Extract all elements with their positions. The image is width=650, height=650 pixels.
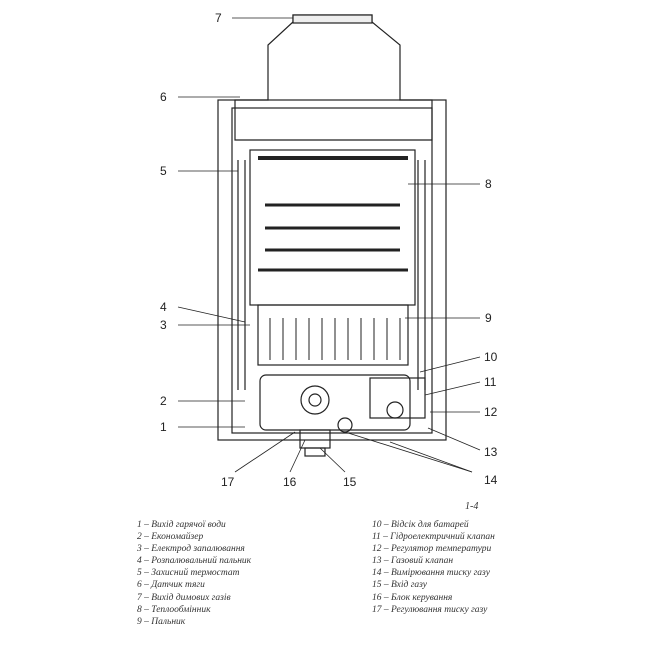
legend-left: 1 – Вихід гарячої води 2 – Економайзер 3…: [137, 519, 251, 628]
callout-lines: [177, 17, 481, 473]
heater-drawing: [217, 14, 447, 457]
callout-2: 2: [160, 394, 167, 408]
legend-item: 8 – Теплообмінник: [137, 604, 211, 615]
legend-item: 3 – Електрод запалювання: [137, 544, 245, 555]
callout-8: 8: [485, 177, 492, 191]
legend-item: 16 – Блок керування: [372, 592, 453, 603]
legend-item: 9 – Пальник: [137, 616, 186, 627]
callout-15: 15: [343, 475, 357, 489]
flue-hood: [234, 14, 433, 141]
gas-valve-block: [259, 374, 411, 431]
flue-outlet: [292, 14, 373, 24]
callout-16: 16: [283, 475, 297, 489]
callout-9: 9: [485, 311, 492, 325]
legend-item: 15 – Вхід газу: [372, 580, 428, 591]
legend-item: 7 – Вихід димових газів: [137, 592, 231, 603]
callout-numbers: 1 2 3 4 5 6 7 8 9 10 11 12 13 14 15 16 1…: [160, 11, 498, 489]
casing: [217, 99, 447, 441]
callout-12: 12: [484, 405, 498, 419]
legend-item: 1 – Вихід гарячої води: [137, 520, 226, 530]
legend-right: 10 – Відсік для батарей 11 – Гідроелектр…: [372, 519, 495, 616]
callout-7: 7: [215, 11, 222, 25]
callout-6: 6: [160, 90, 167, 104]
legend-item: 6 – Датчик тяги: [137, 580, 205, 591]
callout-4: 4: [160, 300, 167, 314]
callout-10: 10: [484, 350, 498, 364]
legend-item: 17 – Регулювання тиску газу: [372, 604, 488, 615]
legend-item: 2 – Економайзер: [137, 532, 204, 543]
burner: [257, 304, 409, 366]
legend-item: 4 – Розпалювальний пальник: [137, 556, 252, 567]
callout-1: 1: [160, 420, 167, 434]
callout-5: 5: [160, 164, 167, 178]
legend-item: 11 – Гідроелектричний клапан: [372, 532, 495, 543]
callout-17: 17: [221, 475, 235, 489]
legend-item: 12 – Регулятор температури: [372, 544, 492, 555]
legend-item: 5 – Захисний термостат: [137, 568, 240, 579]
callout-13: 13: [484, 445, 498, 459]
figure-label: 1-4: [465, 501, 479, 512]
callout-3: 3: [160, 318, 167, 332]
legend-item: 13 – Газовий клапан: [372, 556, 454, 567]
legend-item: 14 – Вимірювання тиску газу: [372, 568, 490, 579]
legend-item: 10 – Відсік для батарей: [372, 520, 469, 530]
callout-14: 14: [484, 473, 498, 487]
callout-11: 11: [484, 375, 497, 389]
